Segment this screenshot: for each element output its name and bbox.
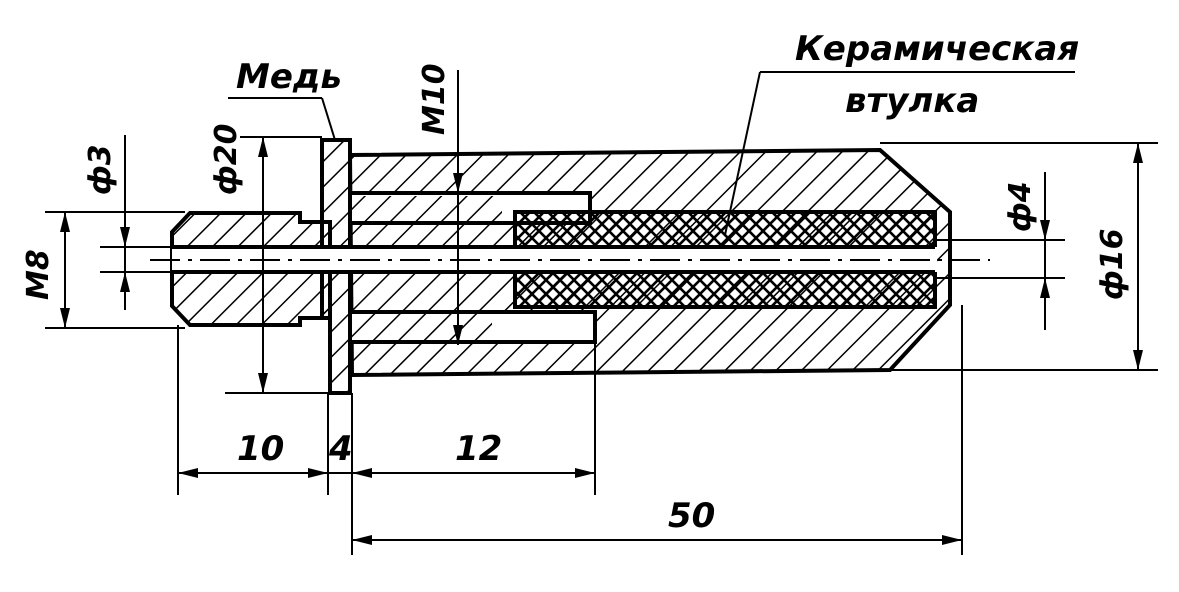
dim-m10 <box>453 70 463 345</box>
dim-dia16 <box>880 142 1158 371</box>
dim-m8 <box>45 211 185 329</box>
ceramic-label-line2: втулка <box>845 81 979 121</box>
dim-dia3 <box>100 135 172 310</box>
copper-label: Медь <box>236 57 342 97</box>
len4-label: 4 <box>328 429 353 469</box>
dim-len-10 <box>178 468 328 478</box>
dim-len-12 <box>352 468 595 478</box>
m10-label: М10 <box>417 63 452 135</box>
copper-leader <box>228 97 336 141</box>
dia16-label: ф16 <box>1095 228 1130 300</box>
len12-label: 12 <box>455 429 502 469</box>
len50-label: 50 <box>668 496 715 536</box>
ceramic-label-line1: Керамическая <box>795 29 1079 69</box>
dim-dia4 <box>935 172 1065 330</box>
dim-len-50 <box>352 535 962 545</box>
dia20-label: ф20 <box>209 123 244 195</box>
dim-dia20 <box>225 136 330 394</box>
m8-label: М8 <box>21 249 56 300</box>
dia4-label: ф4 <box>1003 181 1038 232</box>
len10-label: 10 <box>237 429 284 469</box>
m10-thread-region <box>348 191 597 344</box>
dia3-label: ф3 <box>83 144 118 195</box>
ceramic-leader <box>724 71 1075 236</box>
